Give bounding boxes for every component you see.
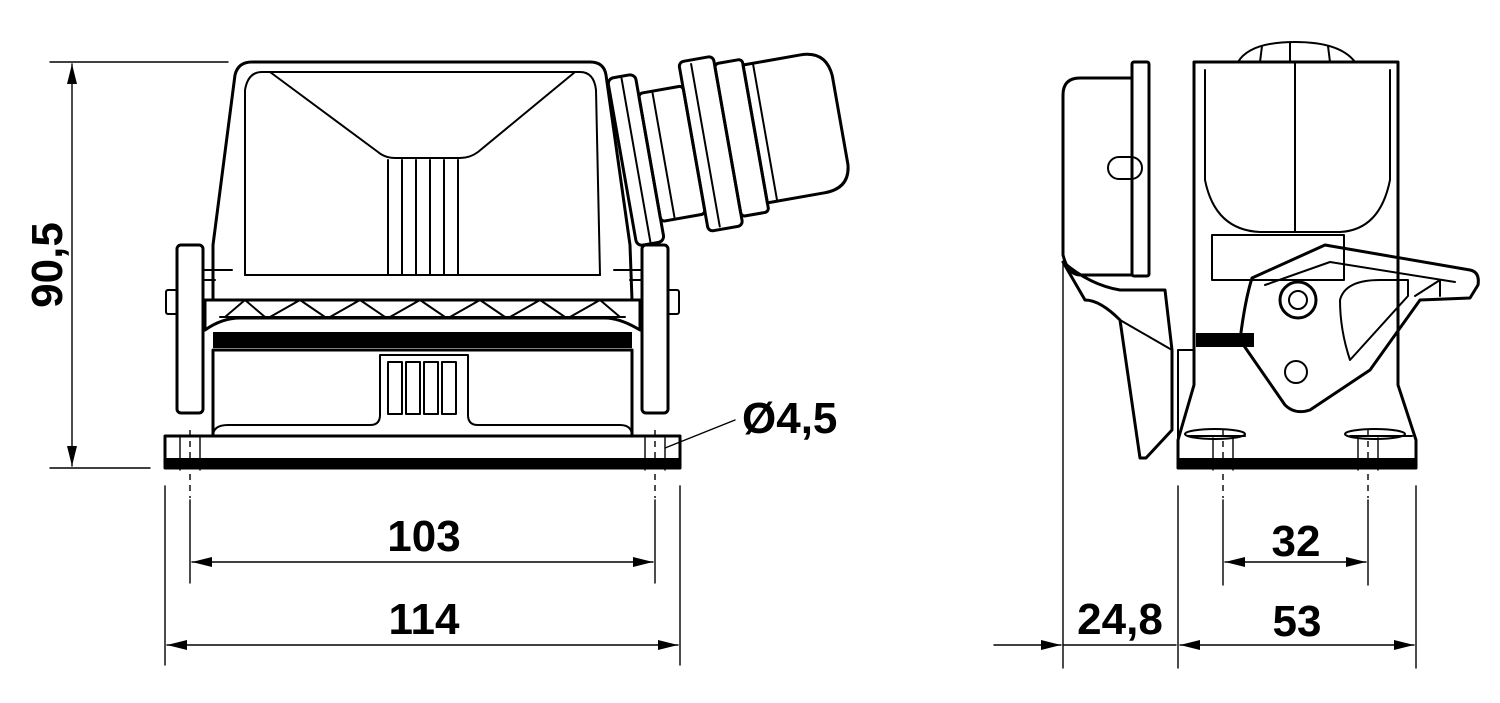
front-seal-band — [213, 332, 632, 348]
side-base-width-label: 53 — [1273, 597, 1322, 646]
front-cable-gland — [606, 52, 850, 247]
side-panel-plate — [1130, 60, 1151, 278]
front-view — [163, 52, 850, 498]
front-latch-truss — [219, 299, 626, 318]
front-lower-body — [211, 348, 634, 438]
side-view — [1061, 41, 1480, 498]
front-hood — [211, 60, 634, 302]
front-hood-inner — [244, 71, 601, 276]
front-right-lever — [640, 243, 670, 415]
front-right-pin — [667, 289, 680, 315]
side-lever-hole — [1284, 360, 1308, 384]
side-dimensions: 32 24,8 53 — [993, 261, 1417, 669]
front-lower-profile — [212, 354, 633, 437]
side-hole-spacing-label: 32 — [1272, 517, 1321, 566]
side-hood-curve — [1204, 69, 1391, 233]
front-hood-ribs — [387, 159, 459, 276]
front-dimensions: 90,5 Ø4,5 103 114 — [23, 61, 837, 666]
side-base-seal — [1178, 458, 1416, 468]
hole-leader-line — [664, 419, 736, 449]
front-hood-funnel — [269, 71, 576, 159]
panel-offset-label: 24,8 — [1077, 595, 1163, 644]
side-main-body — [1176, 60, 1418, 470]
side-panel-flange — [1061, 76, 1134, 277]
side-seal-band — [1196, 333, 1254, 347]
side-bracket — [1061, 260, 1174, 460]
side-latch-lever — [1238, 243, 1480, 414]
front-lower-ribs — [387, 361, 457, 415]
base-width-label: 114 — [389, 595, 461, 644]
side-slot — [1107, 156, 1143, 180]
side-label-recess — [1211, 234, 1345, 281]
hole-diameter-label: Ø4,5 — [742, 394, 837, 443]
front-base-seal — [165, 458, 680, 468]
height-label: 90,5 — [23, 222, 72, 308]
front-left-lever — [175, 243, 205, 415]
side-gland-top — [1237, 41, 1356, 63]
front-left-pin — [165, 289, 178, 315]
side-lever-pivot — [1278, 280, 1318, 320]
hole-spacing-label: 103 — [387, 512, 460, 561]
